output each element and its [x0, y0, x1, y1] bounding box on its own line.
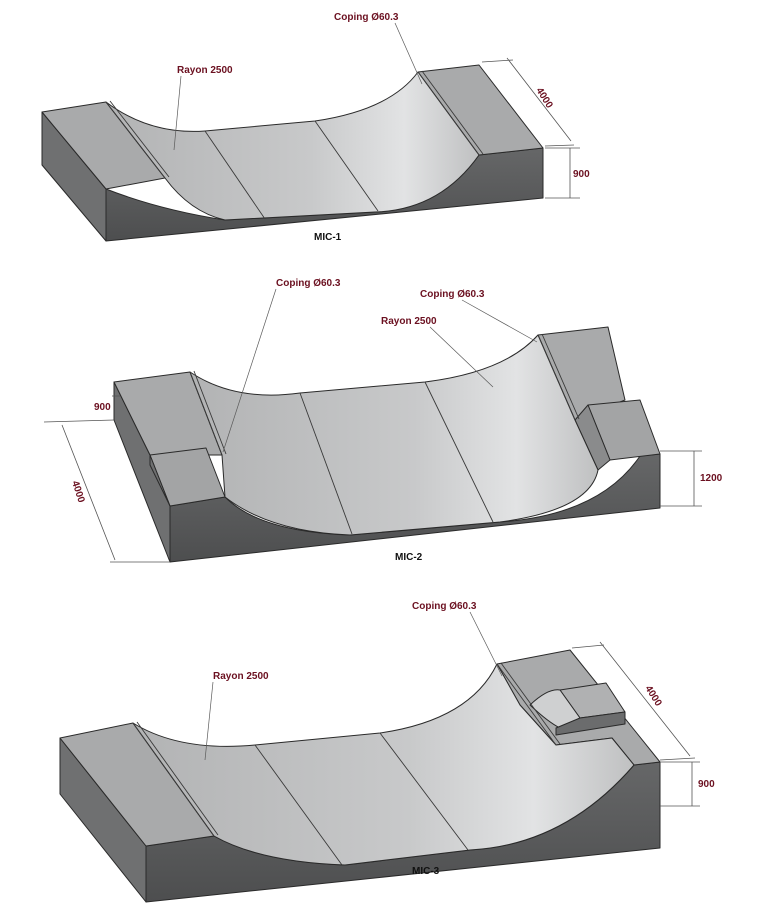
mic2-length-label: 4000 — [69, 480, 86, 505]
ramp-mic-3: Coping Ø60.3 Rayon 2500 4000 900 MIC-3 — [59, 601, 715, 903]
mic2-coping-left-leader — [222, 288, 277, 453]
mic2-rayon-label: Rayon 2500 — [381, 316, 437, 327]
mic2-coping-left-2 — [193, 370, 227, 455]
mic1-seam-1 — [204, 130, 266, 220]
mic1-dim-height-lines — [545, 147, 580, 199]
mic2-coping-right-leader — [461, 299, 538, 343]
mic3-rayon-leader — [204, 681, 214, 761]
mic3-coping-label: Coping Ø60.3 — [412, 601, 477, 612]
mic1-rayon-leader — [173, 75, 182, 151]
mic1-coping-left — [105, 101, 166, 179]
mic2-height-left-label: 900 — [94, 402, 111, 413]
mic3-coping-left — [132, 722, 215, 837]
mic3-small-block-front — [555, 711, 626, 736]
mic1-height-label: 900 — [573, 169, 590, 180]
mic3-length-label: 4000 — [642, 684, 663, 709]
mic2-height-right-label: 1200 — [700, 473, 723, 484]
mic2-dim-length-lines — [43, 419, 170, 563]
mic1-ramp-surface — [105, 71, 480, 221]
mic3-coping-leader — [469, 611, 503, 677]
mic2-rayon-leader — [429, 326, 494, 388]
ramp-mic-1: Coping Ø60.3 Rayon 2500 4000 900 MIC-1 — [41, 12, 590, 243]
mic1-coping-label: Coping Ø60.3 — [334, 12, 399, 23]
mic2-coping-right-label: Coping Ø60.3 — [420, 289, 485, 300]
mic2-left-block-side — [149, 454, 171, 507]
mic3-title: MIC-3 — [412, 866, 440, 877]
mic1-seam-2 — [314, 120, 379, 212]
mic3-coping-right — [496, 663, 557, 746]
mic3-coping-left-2 — [136, 721, 219, 836]
mic1-length-label: 4000 — [533, 86, 554, 111]
mic2-coping-right-2 — [541, 333, 580, 420]
ramp-mic-2: Coping Ø60.3 Coping Ø60.3 Rayon 2500 900… — [43, 278, 723, 563]
mic2-seam-1 — [299, 392, 353, 535]
mic1-coping-right — [417, 71, 480, 156]
mic1-dim-length-lines — [481, 57, 575, 147]
mic3-ramp-surface — [132, 663, 635, 866]
mic1-rayon-label: Rayon 2500 — [177, 65, 233, 76]
mic2-dim-height-right-lines — [660, 450, 702, 507]
mic3-dim-length-lines — [571, 641, 696, 761]
mic3-height-label: 900 — [698, 779, 715, 790]
mic2-coping-left — [189, 371, 223, 456]
mic3-seam-2 — [379, 732, 469, 851]
mic2-seam-2 — [424, 381, 494, 523]
mic3-rayon-label: Rayon 2500 — [213, 671, 269, 682]
mic1-coping-leader — [394, 22, 423, 85]
mic3-seam-1 — [254, 744, 343, 866]
mic2-coping-right — [537, 334, 576, 421]
mic2-title: MIC-2 — [395, 552, 423, 563]
mic3-dim-height-lines — [660, 761, 700, 807]
mic1-coping-right-2 — [421, 70, 484, 155]
mic3-coping-right-2 — [500, 662, 561, 745]
mic1-title: MIC-1 — [314, 232, 342, 243]
mic2-ramp-surface — [189, 334, 599, 536]
mic1-coping-left-2 — [109, 100, 170, 178]
mic2-coping-left-label: Coping Ø60.3 — [276, 278, 341, 289]
